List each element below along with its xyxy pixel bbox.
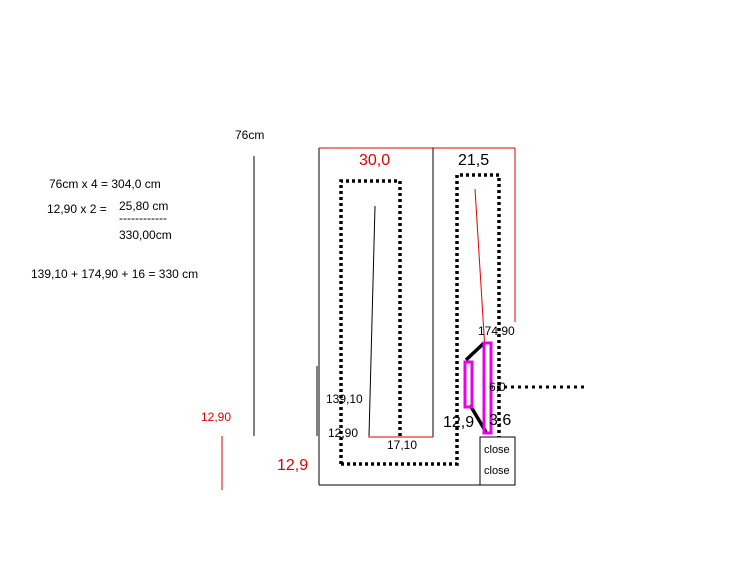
dim-139-label: 139,10	[326, 392, 363, 406]
dotted-path-left	[339, 179, 402, 464]
calc-separator: ------------	[119, 211, 167, 225]
dim-1290-label: 12,90	[328, 426, 359, 440]
calc-sum: 139,10 + 174,90 + 16 = 330 cm	[31, 267, 199, 281]
left-red-value: 12,90	[201, 410, 232, 424]
calc-total: 330,00cm	[119, 228, 172, 242]
arm-upper	[464, 341, 486, 362]
dotted-path-right	[341, 173, 501, 466]
dim-1710-label: 17,10	[387, 438, 418, 452]
dim-36-label: 3,6	[489, 412, 512, 429]
width-b-label: 21,5	[458, 152, 490, 169]
dim-x0-label: 6,0	[489, 380, 506, 394]
calc-line-2-left: 12,90 x 2 =	[47, 202, 107, 216]
magenta-handle-right	[482, 341, 493, 435]
width-a-label: 30,0	[359, 152, 391, 169]
close-button-2[interactable]: close	[484, 465, 510, 477]
dim-129-red-label: 12,9	[277, 457, 309, 474]
height-76-label: 76cm	[235, 128, 265, 142]
calc-line-1: 76cm x 4 = 304,0 cm	[49, 177, 161, 191]
close-box	[479, 436, 516, 486]
dim-17490-label: 174,90	[478, 324, 515, 338]
close-button-1[interactable]: close	[484, 444, 510, 456]
slant-line-right	[474, 188, 486, 351]
magenta-handle-left	[463, 360, 474, 409]
dim-129-black-label: 12,9	[443, 414, 475, 431]
slant-line-left	[368, 205, 376, 437]
calc-line-2-right: 25,80 cm	[119, 199, 169, 213]
